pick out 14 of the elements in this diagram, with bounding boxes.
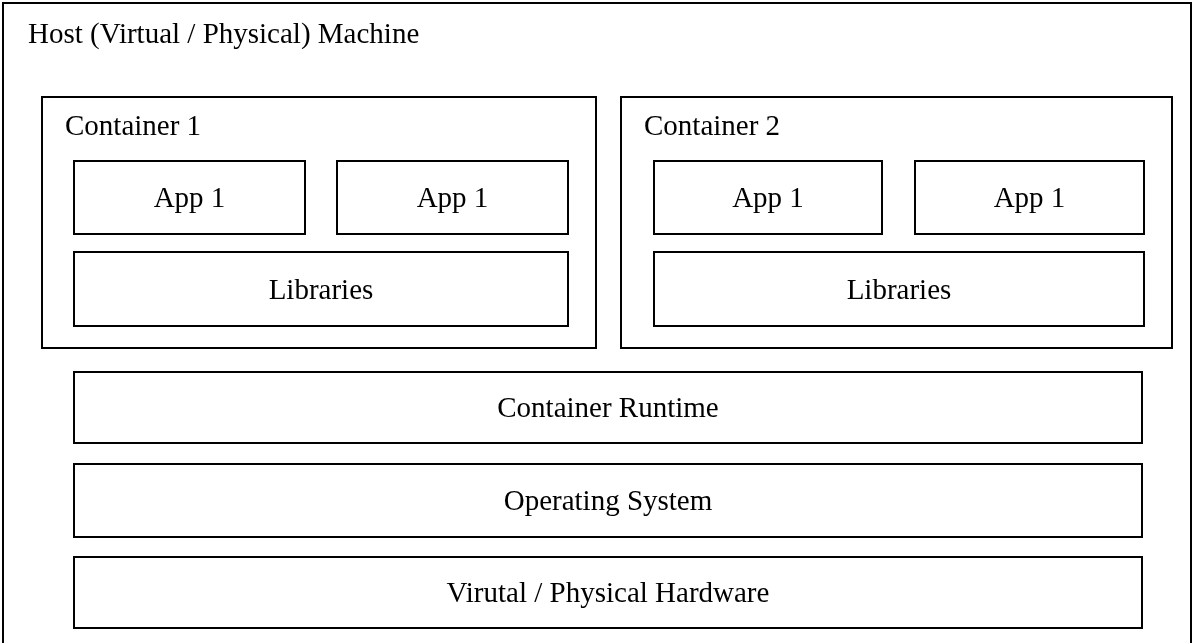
app-box: App 1	[914, 160, 1145, 235]
container-box	[41, 96, 597, 349]
app-box: App 1	[336, 160, 569, 235]
app-box: App 1	[73, 160, 306, 235]
container-heading: Container 2	[644, 110, 781, 142]
libraries-layer: Libraries	[653, 251, 1145, 327]
host-heading: Host (Virtual / Physical) Machine	[28, 18, 420, 50]
hardware-layer: Virutal / Physical Hardware	[73, 556, 1143, 629]
libraries-layer: Libraries	[73, 251, 569, 327]
app-box: App 1	[653, 160, 883, 235]
operating-system-layer: Operating System	[73, 463, 1143, 538]
runtime-layer: Container Runtime	[73, 371, 1143, 444]
container-box	[620, 96, 1173, 349]
container-heading: Container 1	[65, 110, 202, 142]
